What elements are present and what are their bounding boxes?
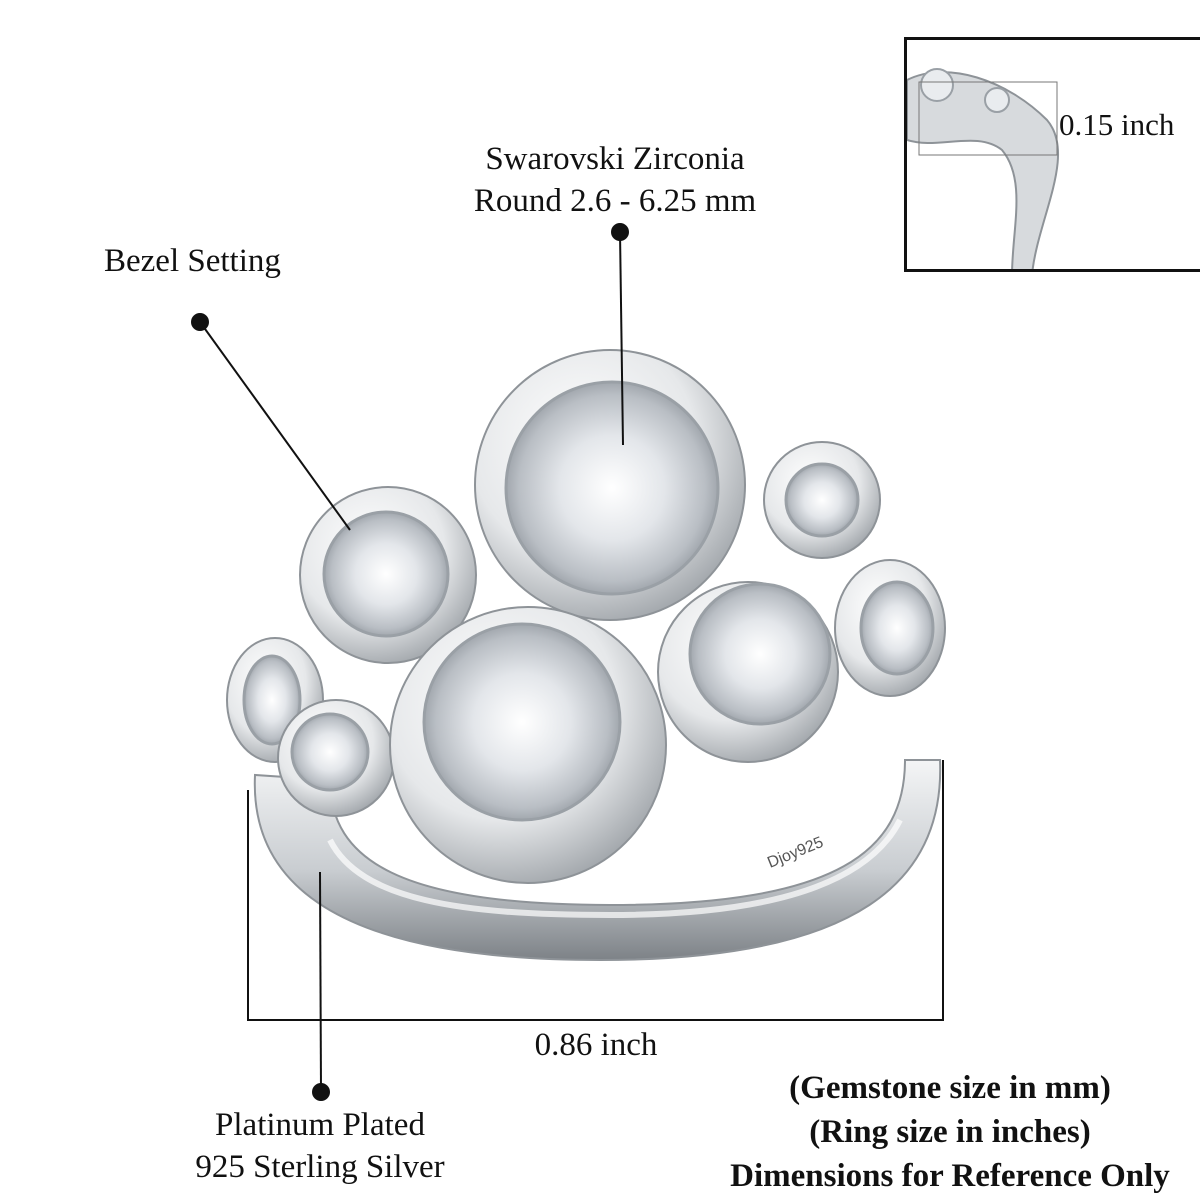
bezel-stones [226, 349, 946, 884]
bezel-stone-left-lower [277, 699, 395, 817]
height-dimension-label: 0.15 inch [1059, 107, 1175, 142]
bezel-stone-left-upper [299, 486, 477, 664]
metal-callout-line2: 925 Sterling Silver [195, 1149, 445, 1185]
metal-callout: Platinum Plated 925 Sterling Silver [160, 1104, 480, 1188]
setting-leader-dot [191, 313, 209, 331]
bezel-stone-right-medium [657, 581, 839, 763]
note-ring-size: (Ring size in inches) [809, 1114, 1091, 1150]
stone-callout-line1: Swarovski Zirconia [485, 141, 745, 177]
engraving-text: Djoy925 [765, 834, 826, 872]
note-gemstone-size: (Gemstone size in mm) [789, 1070, 1111, 1106]
side-view-inset: 0.15 inch [904, 37, 1200, 272]
stone-callout: Swarovski Zirconia Round 2.6 - 6.25 mm [440, 138, 790, 222]
stone-callout-line2: Round 2.6 - 6.25 mm [473, 183, 757, 219]
stone-leader-line [619, 231, 624, 446]
setting-callout: Bezel Setting [104, 243, 281, 279]
width-dimension [247, 760, 944, 1021]
bezel-stone-top-right-small [763, 441, 881, 559]
metal-callout-line1: Platinum Plated [215, 1107, 425, 1143]
callout-lines [191, 223, 629, 1101]
stone-leader-dot [611, 223, 629, 241]
bezel-stone-bottom-large [389, 606, 667, 884]
reference-notes: (Gemstone size in mm) (Ring size in inch… [700, 1066, 1200, 1198]
width-dimension-label: 0.86 inch [534, 1027, 658, 1063]
metal-leader-dot [312, 1083, 330, 1101]
ring-band [253, 759, 942, 962]
setting-leader-line [199, 321, 351, 531]
bezel-stone-top-large [474, 349, 746, 621]
note-reference-only: Dimensions for Reference Only [730, 1158, 1170, 1194]
metal-leader-line [319, 871, 322, 1093]
bezel-stone-right-small [834, 559, 946, 697]
side-view-photo [907, 68, 1060, 269]
